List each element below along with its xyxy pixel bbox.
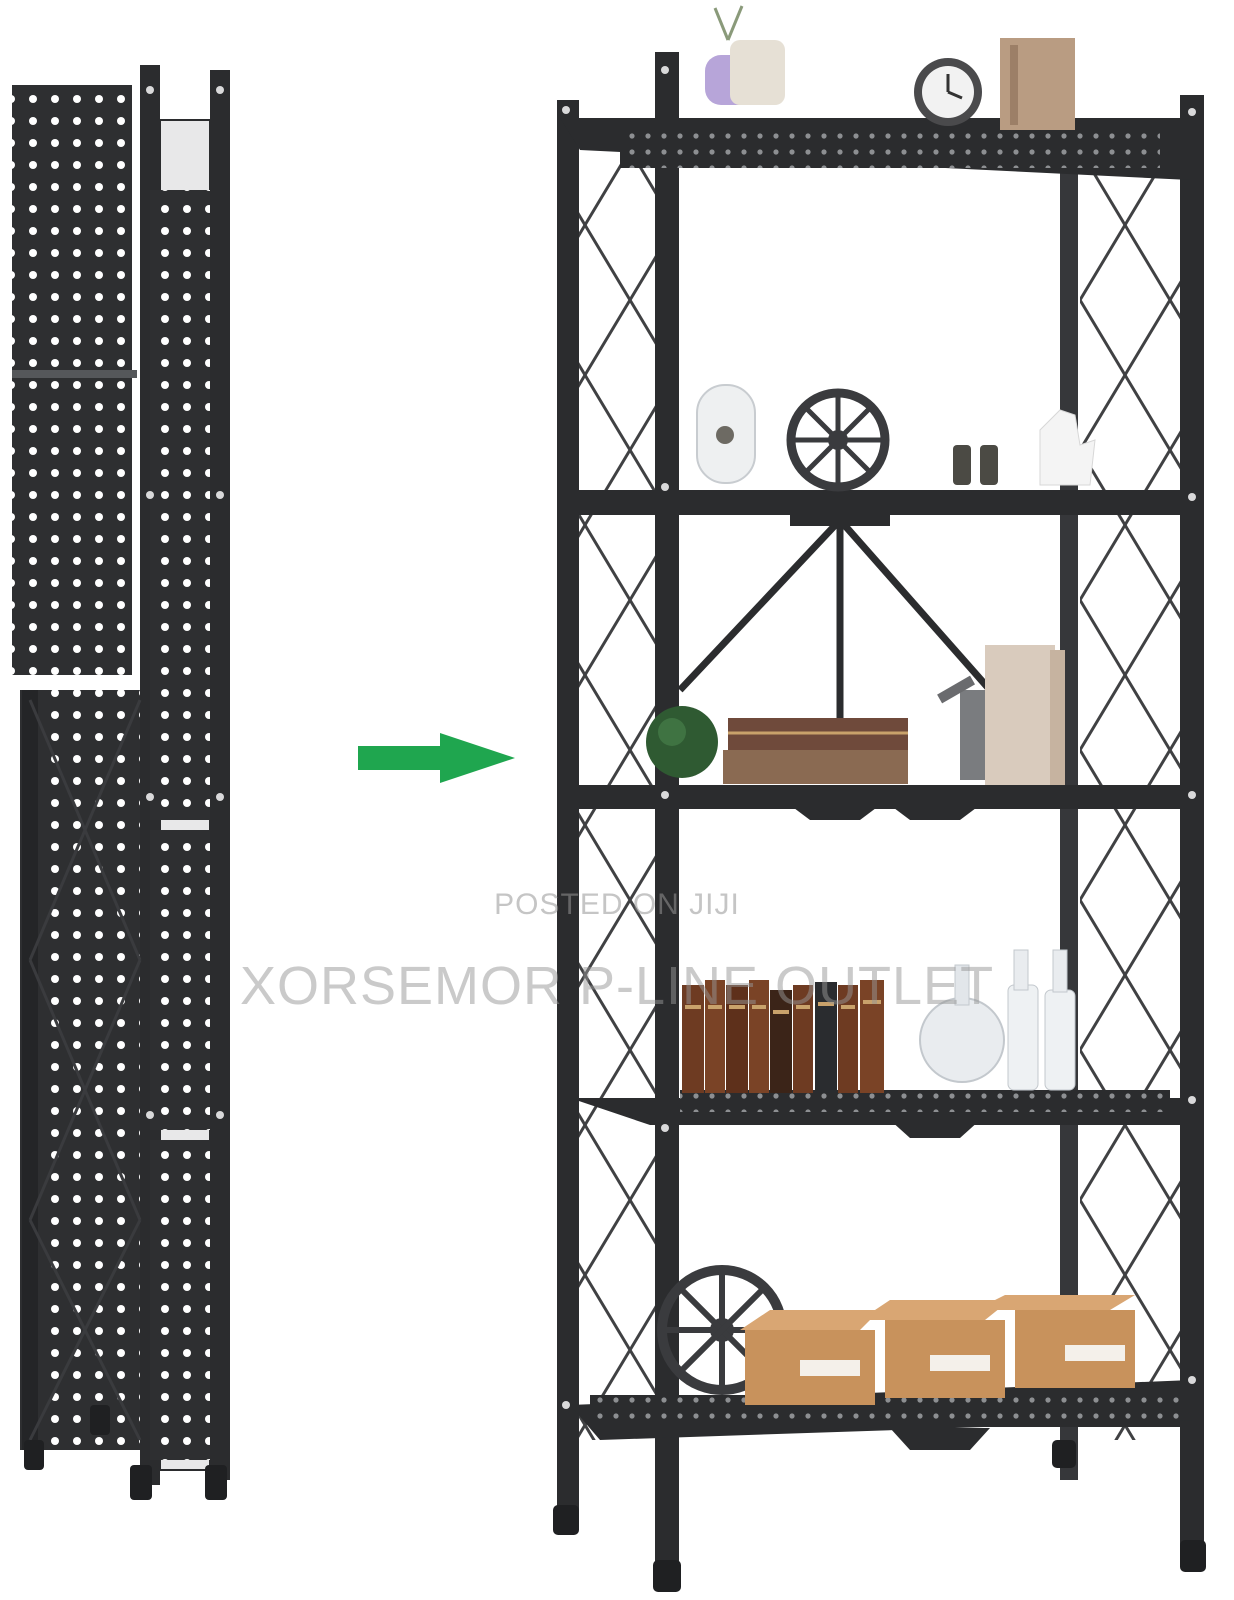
decor-shelf-2 bbox=[696, 384, 1096, 492]
arrow-right-icon bbox=[358, 733, 515, 783]
decor-bottom-shelf bbox=[657, 1265, 1135, 1405]
decor-shelf-3 bbox=[646, 645, 1065, 785]
decor-top-shelf bbox=[705, 5, 1075, 130]
decor-shelf-4 bbox=[682, 949, 1076, 1093]
folded-rack bbox=[12, 65, 230, 1500]
